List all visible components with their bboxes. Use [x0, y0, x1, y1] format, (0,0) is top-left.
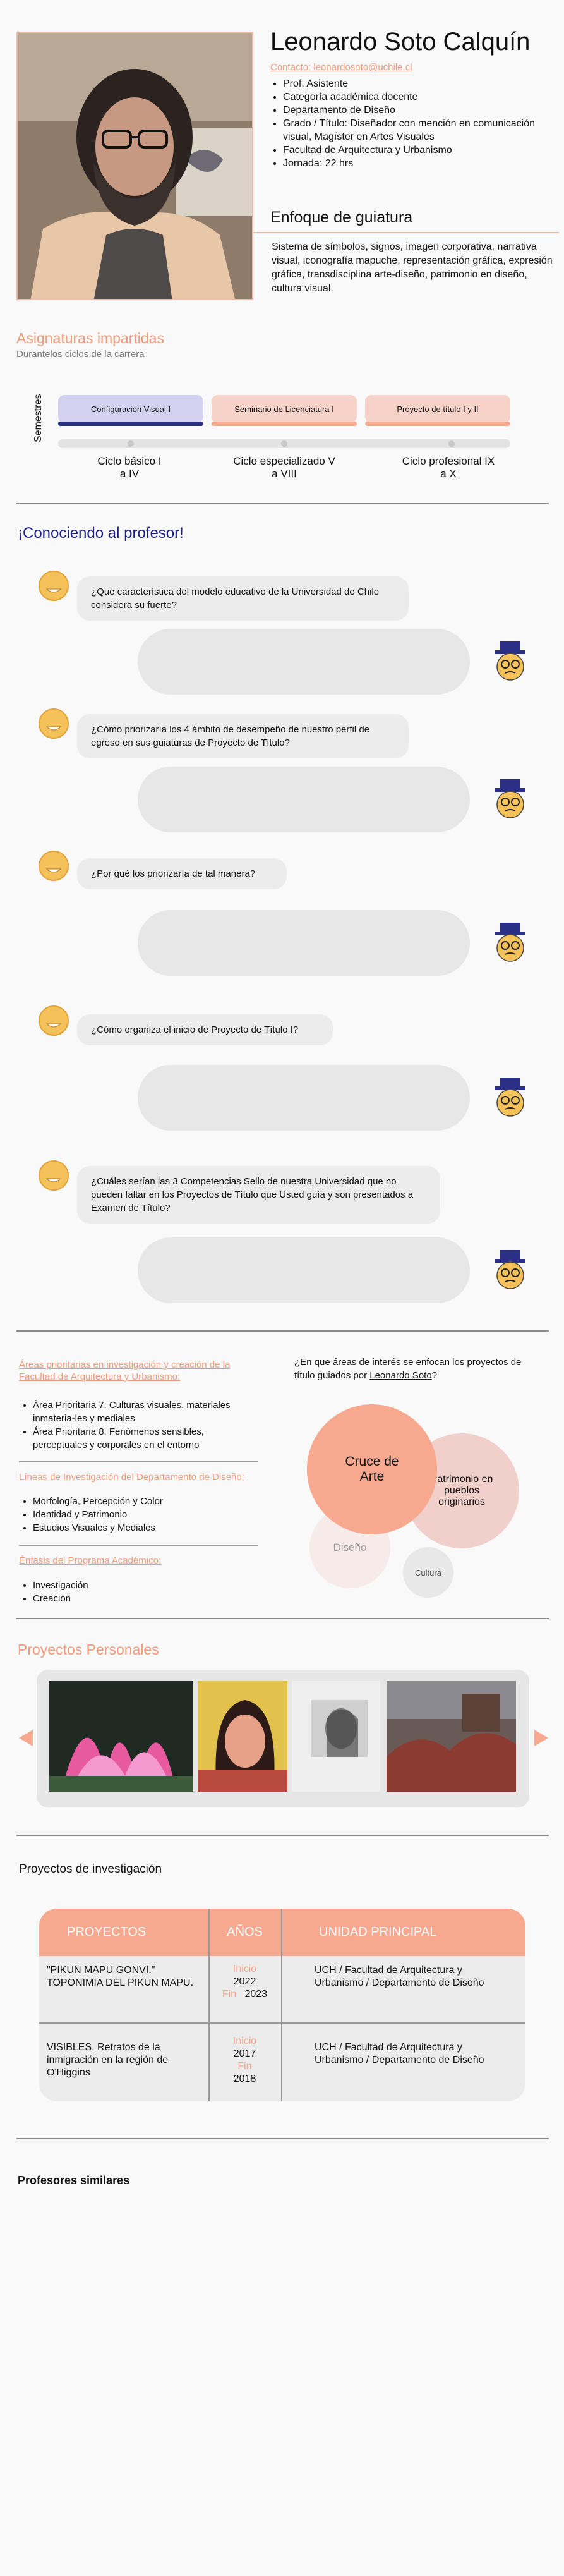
- professor-avatar-icon: [494, 641, 527, 681]
- section-divider: [16, 1835, 549, 1836]
- focus-text: Sistema de símbolos, signos, imagen corp…: [272, 241, 553, 294]
- question-bubble: ¿Qué característica del modelo educativo…: [77, 576, 409, 621]
- focus-divider: [253, 232, 559, 233]
- project-name: "PIKUN MAPU GONVI." TOPONIMIA DEL PIKUN …: [47, 1965, 194, 1988]
- course-pill: Seminario de Licenciatura I: [212, 395, 357, 423]
- answer-bubble: [138, 1065, 470, 1131]
- course-bar: [365, 422, 510, 426]
- list-item: Creación: [33, 1592, 259, 1605]
- gallery-image[interactable]: [387, 1681, 516, 1792]
- professor-avatar-icon: [494, 779, 527, 818]
- research-title: Proyectos de investigación: [19, 1862, 162, 1876]
- question-bubble: ¿Cómo priorizaría los 4 ámbito de desemp…: [77, 714, 409, 758]
- course-label: Seminario de Licenciatura I: [234, 404, 334, 414]
- project-unit: UCH / Facultad de Arquitectura y Urbanis…: [315, 2042, 484, 2065]
- section-divider: [16, 1618, 549, 1619]
- question-bubble: ¿Por qué los priorizaría de tal manera?: [77, 858, 287, 889]
- question-bubble: ¿Cómo organiza el inicio de Proyecto de …: [77, 1014, 333, 1045]
- list-item: Morfología, Percepción y Color: [33, 1495, 259, 1508]
- gallery-image[interactable]: [292, 1681, 380, 1792]
- priority-areas-link[interactable]: Áreas prioritarias en investigación y cr…: [19, 1359, 231, 1382]
- course-pill: Proyecto de título I y II: [365, 395, 510, 423]
- project-unit: UCH / Facultad de Arquitectura y Urbanis…: [315, 1965, 484, 1988]
- semesters-axis-label: Semestres: [33, 394, 44, 442]
- gallery-image[interactable]: [198, 1681, 287, 1792]
- professor-avatar-icon: [494, 923, 527, 962]
- answer-bubble: [138, 767, 470, 832]
- subjects-subtitle: Durantelos ciclos de la carrera: [16, 349, 145, 360]
- program-emphasis-link[interactable]: Énfasis del Programa Académico:: [19, 1555, 162, 1566]
- divider: [19, 1545, 258, 1546]
- interests-question: ¿En que áreas de interés se enfocan los …: [294, 1357, 522, 1381]
- interest-circle: Cruce de Arte: [307, 1404, 437, 1534]
- fact-item: Categoría académica docente: [283, 90, 555, 104]
- student-avatar-icon: [38, 1005, 69, 1036]
- program-emphasis-list: Investigación Creación: [19, 1579, 259, 1605]
- priority-areas-list: Área Prioritaria 7. Culturas visuales, m…: [19, 1399, 259, 1452]
- cycle-marker: [128, 440, 134, 447]
- professor-name-link[interactable]: Leonardo Soto: [369, 1370, 432, 1381]
- focus-title: Enfoque de guiatura: [270, 209, 413, 226]
- list-item: Estudios Visuales y Mediales: [33, 1521, 259, 1534]
- fact-item: Departamento de Diseño: [283, 104, 555, 117]
- fact-item: Jornada: 22 hrs: [283, 157, 555, 170]
- student-avatar-icon: [38, 708, 69, 739]
- project-years: Inicio 2017 Fin 2018: [232, 2036, 257, 2084]
- cycle-marker: [281, 440, 287, 447]
- course-pill: Configuración Visual I: [58, 395, 203, 423]
- gallery-image[interactable]: [49, 1681, 193, 1792]
- answer-bubble: [138, 1237, 470, 1303]
- answer-bubble: [138, 910, 470, 976]
- column-header: AÑOS: [208, 1909, 281, 1956]
- personal-projects-title: Proyectos Personales: [18, 1641, 159, 1658]
- fact-item: Grado / Título: Diseñador con mención en…: [283, 117, 555, 143]
- professor-avatar-icon: [494, 1250, 527, 1289]
- subjects-title: Asignaturas impartidas: [16, 330, 164, 346]
- column-header: PROYECTOS: [39, 1909, 208, 1956]
- fact-item: Facultad de Arquitectura y Urbanismo: [283, 143, 555, 157]
- list-item: Área Prioritaria 7. Culturas visuales, m…: [33, 1399, 259, 1425]
- research-table: PROYECTOS AÑOS UNIDAD PRINCIPAL "PIKUN M…: [39, 1909, 525, 2101]
- contact-email-link[interactable]: Contacto: leonardosoto@uchile.cl: [270, 62, 412, 73]
- section-divider: [16, 1330, 549, 1332]
- project-years: Inicio 2022 Fin 2023: [222, 1964, 268, 2000]
- column-divider: [208, 1909, 210, 2101]
- student-avatar-icon: [38, 1160, 69, 1191]
- list-item: Investigación: [33, 1579, 259, 1592]
- divider: [19, 1461, 258, 1462]
- professor-avatar-icon: [494, 1078, 527, 1117]
- similar-professors-title: Profesores similares: [18, 2174, 130, 2187]
- list-item: Identidad y Patrimonio: [33, 1508, 259, 1521]
- course-bar: [212, 422, 357, 426]
- row-divider: [39, 2022, 525, 2024]
- arrow-right-icon[interactable]: [534, 1730, 548, 1746]
- course-label: Configuración Visual I: [90, 404, 171, 414]
- chat-title: ¡Conociendo al profesor!: [18, 525, 184, 542]
- dept-research-link[interactable]: Líneas de Investigación del Departamento…: [19, 1472, 244, 1483]
- cycle-marker: [448, 440, 455, 447]
- list-item: Área Prioritaria 8. Fenómenos sensibles,…: [33, 1425, 259, 1452]
- fact-item: Prof. Asistente: [283, 77, 555, 90]
- column-divider: [281, 1909, 282, 2101]
- column-header: UNIDAD PRINCIPAL: [281, 1909, 525, 1956]
- student-avatar-icon: [38, 570, 69, 602]
- question-bubble: ¿Cuáles serían las 3 Competencias Sello …: [77, 1166, 440, 1224]
- course-label: Proyecto de título I y II: [397, 404, 479, 414]
- answer-bubble: [138, 629, 470, 695]
- interest-circle: Cultura: [403, 1547, 453, 1598]
- professor-name: Leonardo Soto Calquín: [270, 28, 531, 56]
- section-divider: [16, 503, 549, 504]
- arrow-left-icon[interactable]: [19, 1730, 33, 1746]
- section-divider: [16, 2138, 549, 2139]
- course-bar: [58, 422, 203, 426]
- student-avatar-icon: [38, 850, 69, 882]
- dept-research-list: Morfología, Percepción y Color Identidad…: [19, 1495, 259, 1534]
- project-name: VISIBLES. Retratos de la inmigración en …: [47, 2042, 169, 2078]
- professor-facts: Prof. Asistente Categoría académica doce…: [270, 77, 555, 170]
- professor-photo: [16, 32, 253, 300]
